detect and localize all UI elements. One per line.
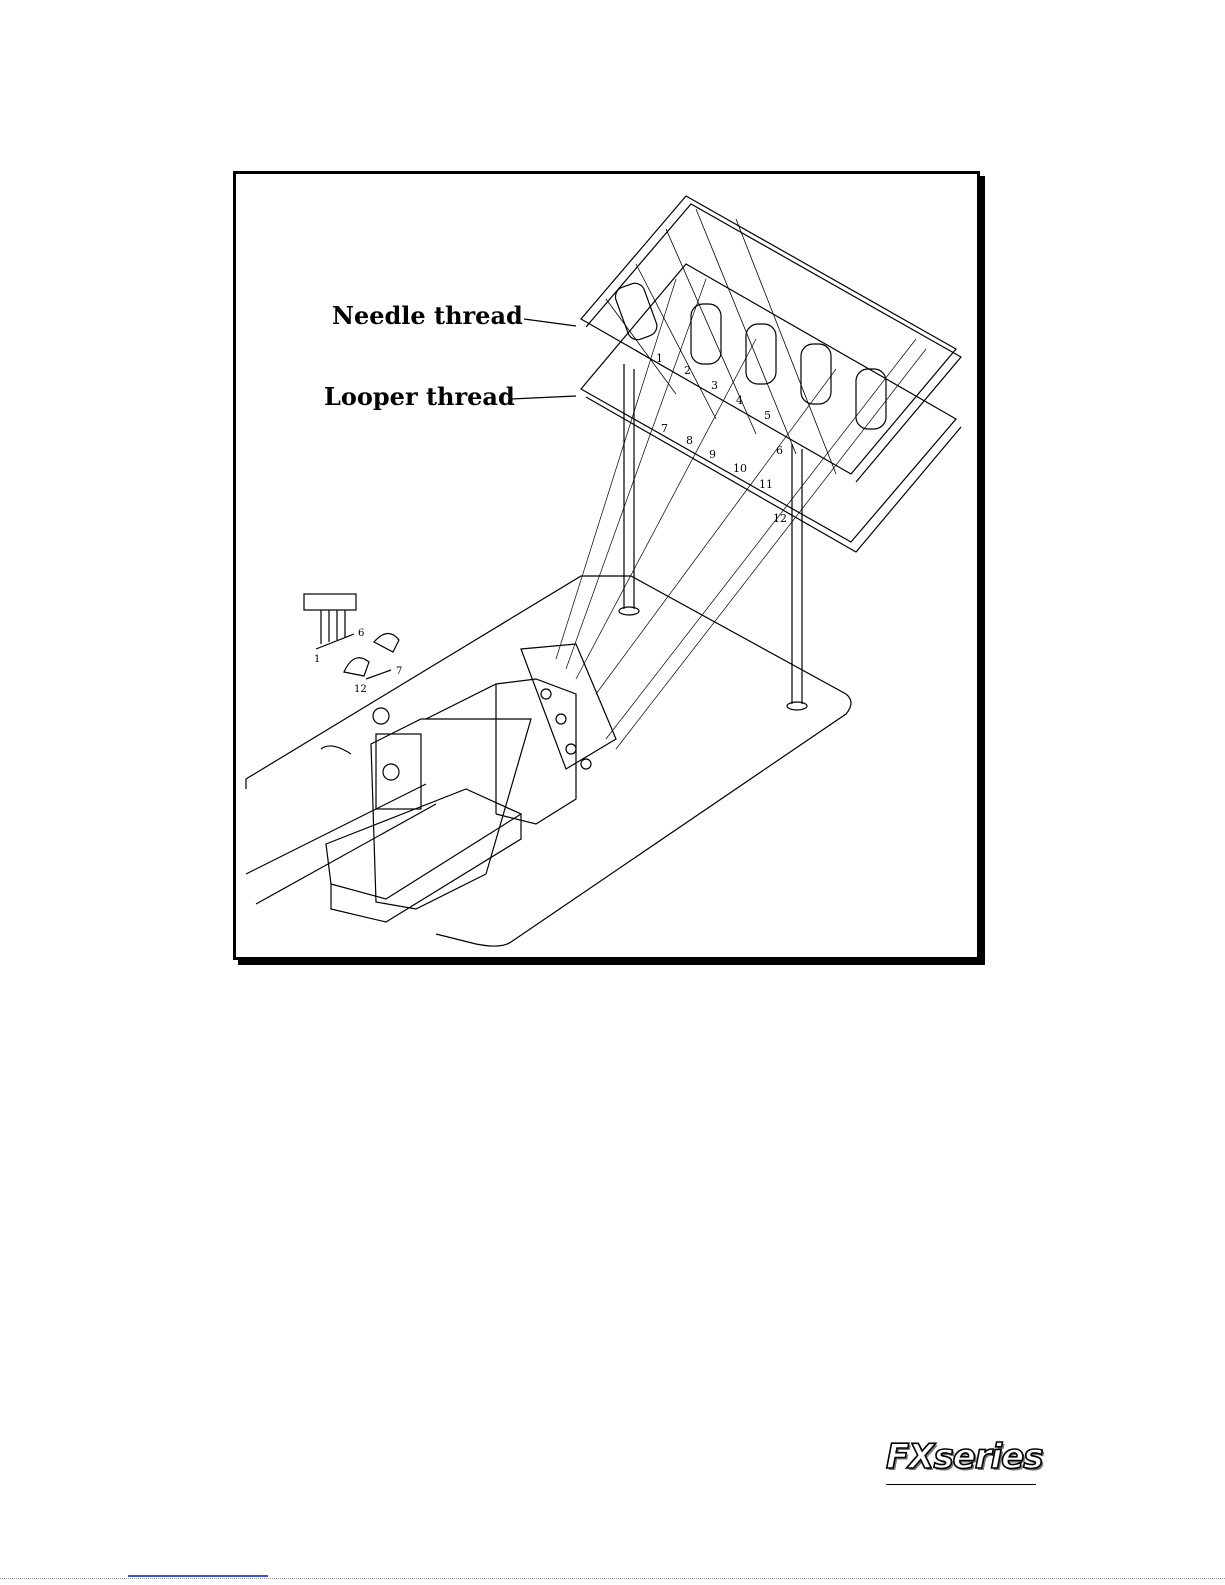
- logo-underline: [886, 1484, 1036, 1485]
- fx-series-logo: FXseries: [886, 1437, 1036, 1487]
- figure-frame: 1 2 3 4 5 6 7 8 9 10 11 12 1 6 12 7: [233, 171, 980, 960]
- needle-thread-leader: [524, 319, 576, 326]
- footer-divider: [0, 1578, 1225, 1579]
- logo-text: FXseries: [886, 1437, 1036, 1477]
- footer-link-bar[interactable]: [128, 1575, 268, 1577]
- callout-leaders: [236, 174, 977, 957]
- looper-thread-leader: [511, 396, 576, 399]
